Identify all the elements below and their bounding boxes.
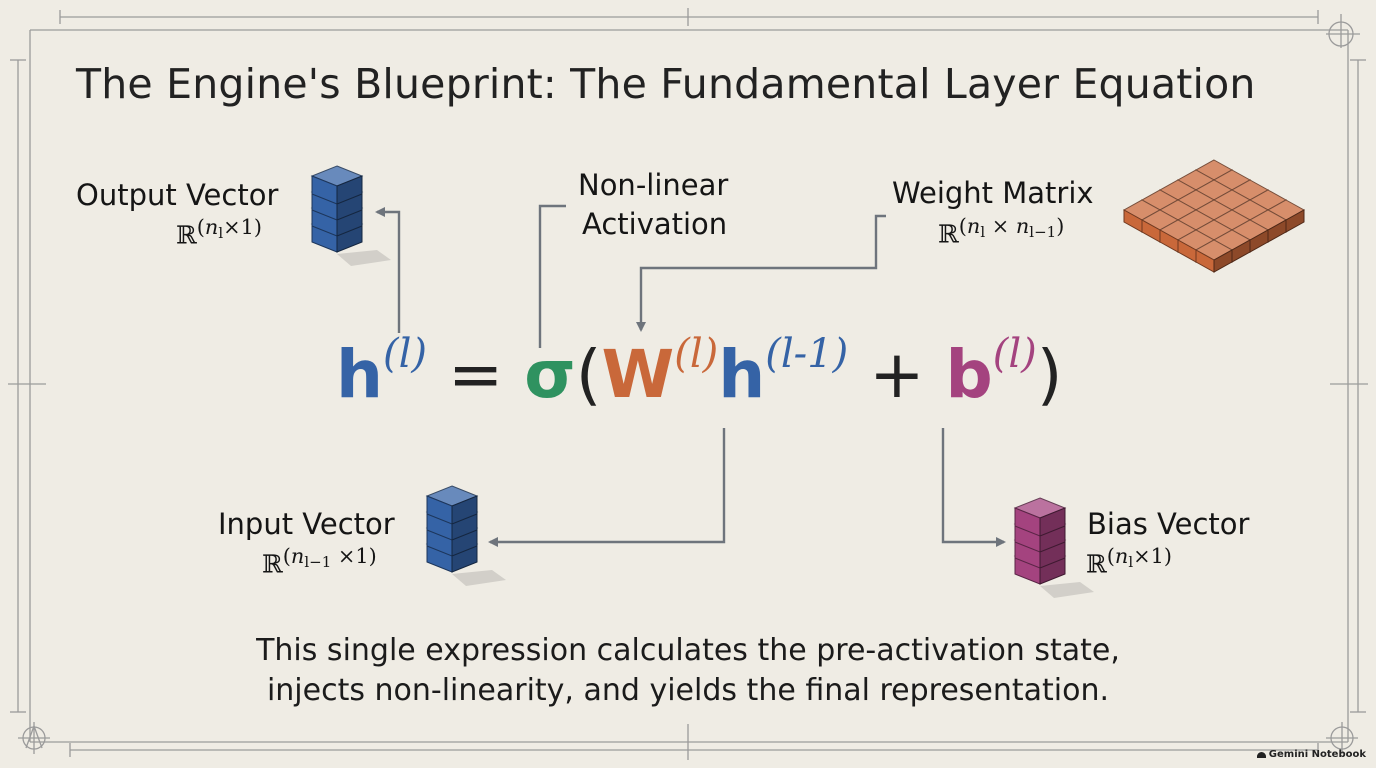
- bias-vector-icon: [1013, 497, 1094, 598]
- cube-face: [1213, 249, 1233, 273]
- brand-name: Gemini Notebook: [1268, 749, 1366, 760]
- output-vector-label: Output Vector: [76, 178, 279, 212]
- bias-vector-dimension: ℝ(nl×1): [1086, 544, 1172, 579]
- eq-sigma: σ: [524, 336, 576, 413]
- brand-badge: Gemini Notebook: [1256, 749, 1366, 760]
- eq-h-superscript: (l): [383, 331, 428, 377]
- output-vector-icon: [310, 165, 391, 266]
- connectors: [375, 204, 1006, 547]
- eq-close-paren: ): [1036, 336, 1063, 413]
- connector-input: [488, 428, 726, 547]
- eq-h-prev-superscript: (l-1): [765, 331, 849, 377]
- output-vector-dimension: ℝ(nl×1): [176, 215, 262, 250]
- corner-compass-top-right: [1326, 14, 1360, 48]
- corner-compass-bottom-left: [18, 722, 50, 754]
- cube-face: [336, 175, 363, 205]
- eq-plus: +: [869, 336, 925, 413]
- cube-face: [1039, 507, 1066, 537]
- bias-vector-label: Bias Vector: [1087, 507, 1250, 541]
- input-vector-label: Input Vector: [218, 507, 395, 541]
- eq-h-prev: h: [718, 336, 766, 413]
- eq-b-superscript: (l): [992, 331, 1037, 377]
- input-vector-icon: [425, 485, 506, 586]
- corner-compass-bottom-right: [1326, 722, 1358, 754]
- eq-b: b: [945, 336, 993, 413]
- connector-activation: [538, 204, 566, 348]
- weight-matrix-icon: [1122, 159, 1306, 273]
- eq-open-paren: (: [575, 336, 602, 413]
- page-title: The Engine's Blueprint: The Fundamental …: [76, 60, 1256, 108]
- caption-line1: This single expression calculates the pr…: [256, 633, 1120, 668]
- eq-W-superscript: (l): [674, 331, 719, 377]
- connector-weight: [636, 214, 886, 332]
- connector-bias: [941, 428, 1006, 547]
- eq-W: W: [601, 336, 675, 413]
- brand-logo-icon: [1256, 751, 1266, 758]
- activation-label-line1: Non-linear: [578, 168, 729, 202]
- caption-line2: injects non-linearity, and yields the fi…: [266, 673, 1110, 708]
- frame-lines: [8, 8, 1368, 760]
- eq-h: h: [336, 336, 383, 413]
- layer-equation: h(l) = σ(W(l)h(l-1) + b(l)): [336, 334, 1063, 408]
- input-vector-dimension: ℝ(nl−1 ×1): [262, 544, 377, 579]
- cube-shadow: [337, 250, 391, 266]
- cube-shadow: [452, 570, 506, 586]
- weight-matrix-dimension: ℝ(nl × nl−1): [938, 214, 1065, 249]
- eq-equals: =: [448, 336, 504, 413]
- activation-label-line2: Activation: [582, 207, 728, 241]
- weight-matrix-label: Weight Matrix: [892, 176, 1094, 210]
- cube-face: [451, 495, 478, 525]
- cube-shadow: [1040, 582, 1094, 598]
- connector-output: [375, 207, 401, 333]
